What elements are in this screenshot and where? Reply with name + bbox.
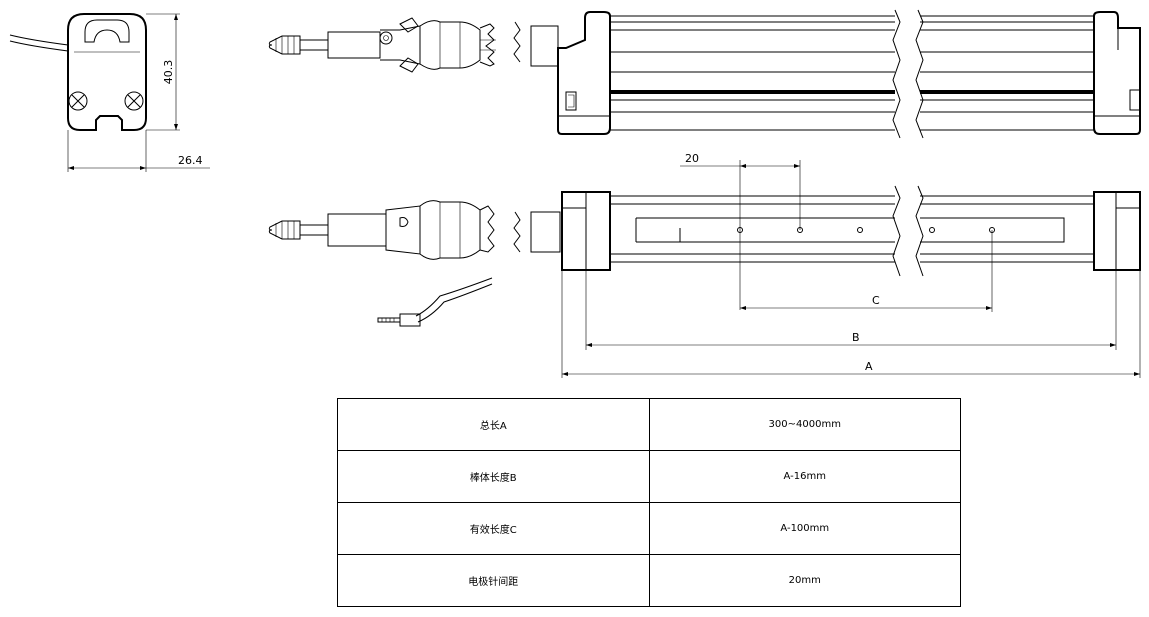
connector-top xyxy=(268,17,496,73)
dim-b-label: B xyxy=(852,331,860,344)
table-row: 总长A 300~4000mm xyxy=(337,398,961,451)
connector-bottom xyxy=(268,200,495,327)
dim-a-label: A xyxy=(865,360,873,373)
dim-width-label: 26.4 xyxy=(178,154,203,167)
row-body-length-value: A-16mm xyxy=(648,450,961,503)
spec-table: 总长A 300~4000mm 棒体长度B A-16mm 有效长度C A-100m… xyxy=(337,398,961,607)
table-row: 有效长度C A-100mm xyxy=(337,502,961,555)
row-effective-length-name: 有效长度C xyxy=(337,502,650,555)
dim-c-label: C xyxy=(872,294,880,307)
row-pin-spacing-name: 电极针间距 xyxy=(337,554,650,607)
row-pin-spacing-value: 20mm xyxy=(648,554,961,607)
row-effective-length-value: A-100mm xyxy=(648,502,961,555)
row-body-length-name: 棒体长度B xyxy=(337,450,650,503)
front-dimensions: 20 C B A xyxy=(561,152,1141,378)
end-view: 40.3 26.4 xyxy=(9,13,210,172)
dim-pin-spacing-label: 20 xyxy=(685,152,699,165)
table-row: 棒体长度B A-16mm xyxy=(337,450,961,503)
row-total-length-name: 总长A xyxy=(337,398,650,451)
table-row: 电极针间距 20mm xyxy=(337,554,961,607)
bar-top-view xyxy=(513,9,1141,139)
row-total-length-value: 300~4000mm xyxy=(648,398,961,451)
bar-front-view xyxy=(513,185,1141,277)
dim-height-label: 40.3 xyxy=(162,60,175,85)
